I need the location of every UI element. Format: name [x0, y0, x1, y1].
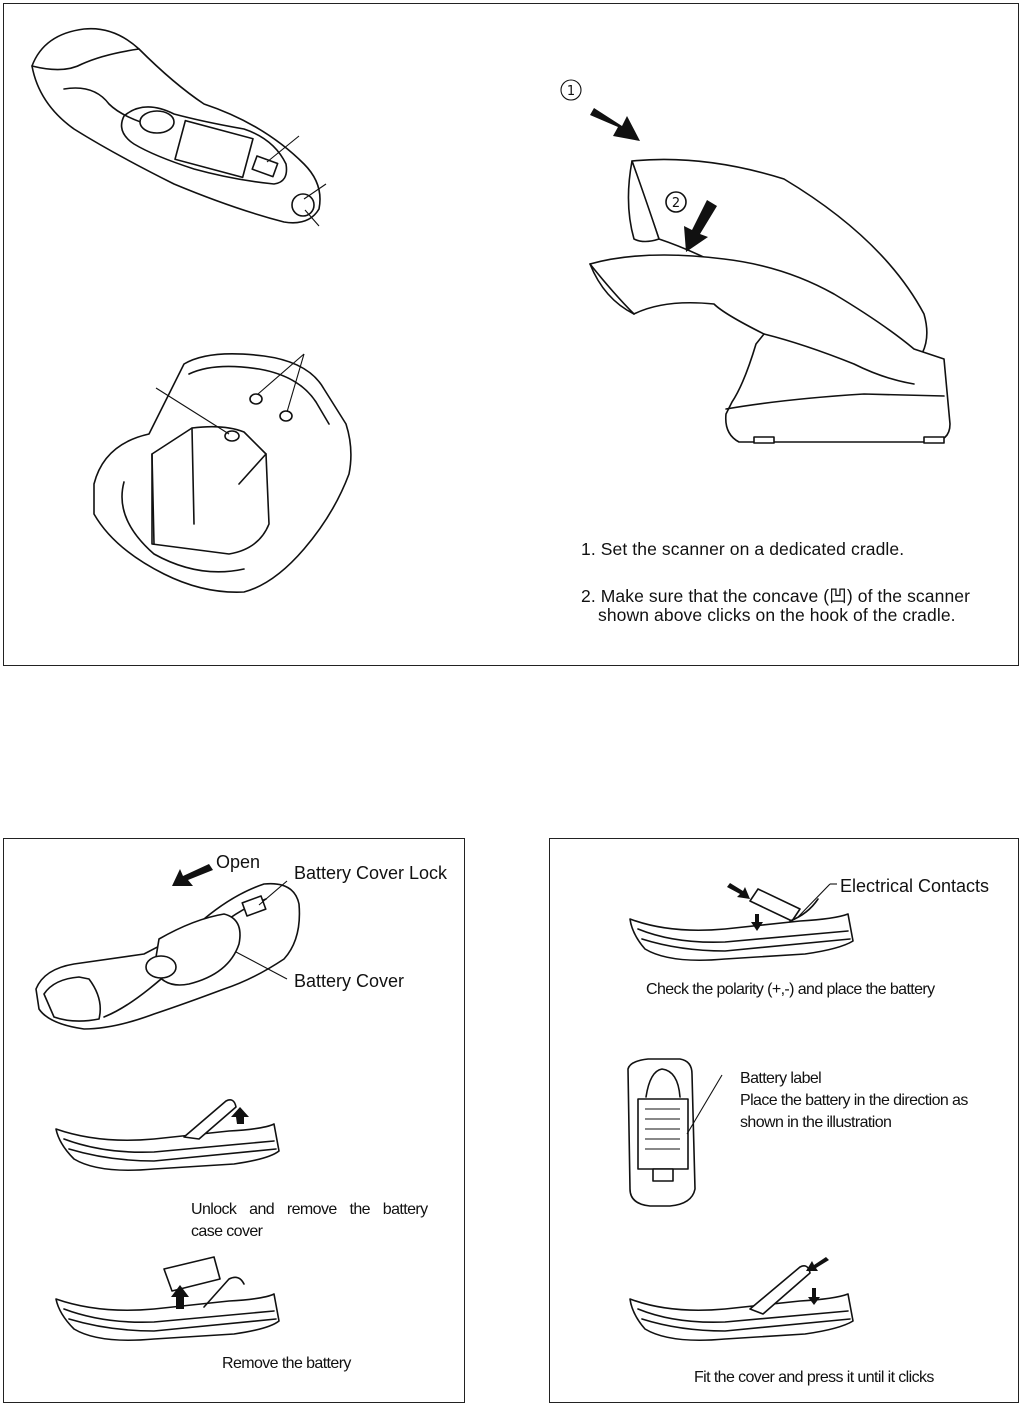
battery-cover-lock-label: Battery Cover Lock — [294, 863, 448, 883]
open-arrow-icon — [172, 864, 213, 886]
electrical-contacts-label: Electrical Contacts — [840, 876, 990, 896]
battery-install-illustration — [627, 883, 854, 1341]
scanner-side-remove-battery — [55, 1256, 280, 1341]
cradle-view — [93, 352, 352, 593]
step2-text-start: 2. Make sure that the concave ( — [581, 586, 830, 606]
scanner-angled-view — [35, 880, 301, 1030]
open-label: Open — [216, 852, 261, 872]
battery-cover-label: Battery Cover — [294, 971, 405, 991]
scanner-cradle-illustration: 1 2 — [31, 27, 951, 593]
scanner-side-fit-cover — [629, 1257, 854, 1341]
battery-removal-panel: Open Battery Cover Lock Battery Cover Un… — [3, 838, 465, 1403]
battery-direction-line-1: Place the battery in the direction as — [740, 1092, 968, 1109]
concave-symbol: 凹 — [829, 586, 847, 606]
step2-text-end: ) of the scanner — [846, 586, 971, 606]
instruction-step-2-line-2: shown above clicks on the hook of the cr… — [598, 605, 956, 625]
remove-battery-label: Remove the battery — [222, 1355, 351, 1372]
battery-direction-line-2: shown in the illustration — [740, 1114, 892, 1131]
battery-install-panel: Electrical Contacts Check the polarity (… — [549, 838, 1019, 1403]
scanner-side-unlock — [55, 1099, 280, 1171]
scanner-side-place-battery — [629, 883, 854, 961]
battery-label-title: Battery label — [740, 1070, 822, 1087]
battery-removal-illustration — [35, 864, 301, 1341]
scanner-cradle-panel: 1 2 1. Set the scanner on a dedicated cr… — [3, 3, 1019, 666]
instruction-step-1: 1. Set the scanner on a dedicated cradle… — [581, 539, 905, 559]
instruction-step-2-line-1: 2. Make sure that the concave (凹) of the… — [581, 583, 970, 608]
battery-label-view — [627, 1058, 723, 1207]
cradle-insert-illustration: 1 2 — [560, 79, 951, 444]
polarity-instruction: Check the polarity (+,-) and place the b… — [646, 981, 935, 998]
unlock-instruction-line-2: case cover — [191, 1223, 263, 1240]
scanner-top-view — [31, 27, 327, 227]
svg-text:1: 1 — [567, 84, 575, 99]
unlock-instruction-line-1: Unlock and remove the battery — [191, 1201, 428, 1218]
fit-cover-instruction: Fit the cover and press it until it clic… — [694, 1369, 934, 1386]
svg-text:2: 2 — [672, 196, 680, 211]
